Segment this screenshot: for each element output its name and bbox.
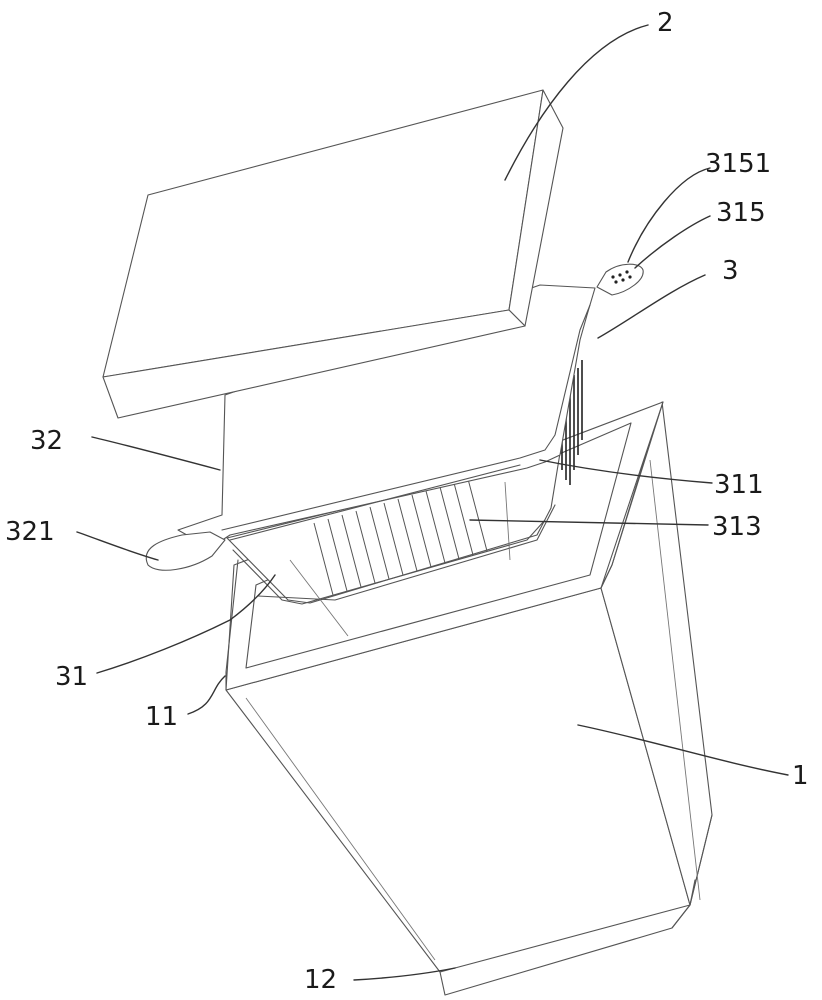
tray-top-plate (145, 263, 644, 571)
reference-labels: 2 3151 315 3 32 311 321 313 31 11 1 12 (5, 8, 809, 995)
label-32: 32 (30, 426, 63, 456)
label-1: 1 (792, 761, 809, 791)
label-12: 12 (304, 965, 337, 995)
drain-slots (313, 478, 488, 596)
lid (102, 89, 564, 419)
label-313: 313 (712, 512, 762, 542)
inner-tray (226, 324, 583, 637)
leader-lines (76, 24, 789, 981)
label-31: 31 (55, 662, 88, 692)
label-11: 11 (145, 702, 178, 732)
label-3151: 3151 (705, 149, 771, 179)
handle-grip-dots (611, 270, 632, 284)
label-321: 321 (5, 517, 55, 547)
label-3: 3 (722, 256, 739, 286)
label-311: 311 (714, 470, 764, 500)
label-315: 315 (716, 198, 766, 228)
label-2: 2 (657, 8, 674, 38)
